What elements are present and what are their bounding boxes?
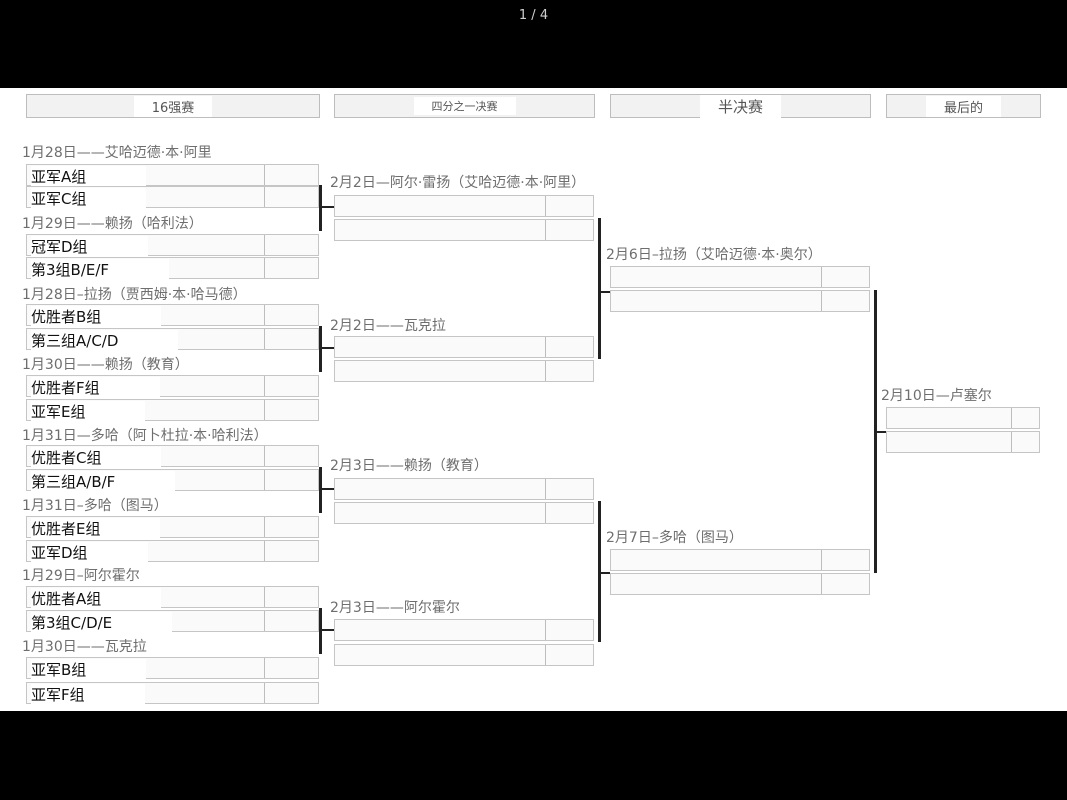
viewer-bottom-bar [0,711,1067,800]
sf-team-row [610,266,870,288]
header-quarterfinal-label: 四分之一决赛 [413,97,516,115]
qf-match-label: 2月2日—阿尔·雷扬（艾哈迈德·本·阿里） [330,175,586,191]
page-indicator: 1 / 4 [518,8,549,23]
team-name: 第3组B/E/F [31,259,170,280]
team-name: 第三组A/C/D [31,330,179,351]
header-round-of-16: 16强赛 [26,94,320,118]
qf-team-row [334,478,594,500]
team-name: 冠军D组 [31,236,148,257]
header-semifinal: 半决赛 [610,94,871,118]
r16-match-label: 1月29日–阿尔霍尔 [22,568,140,584]
header-final-label: 最后的 [925,95,1001,117]
r16-match-label: 1月30日——赖扬（教育） [22,357,189,373]
sf-match-label: 2月6日–拉扬（艾哈迈德·本·奥尔） [606,247,822,263]
r16-match-label: 1月28日——艾哈迈德·本·阿里 [22,145,212,161]
bracket-connector [601,572,610,574]
qf-team-row [334,336,594,358]
r16-team-row: 亚军D组 [26,540,319,563]
r16-team-row: 第三组A/C/D [26,328,319,351]
qf-team-row [334,644,594,666]
bracket-connector [601,291,610,293]
final-team-row [886,407,1040,429]
bracket-connector [322,629,334,631]
team-name: 优胜者F组 [31,377,160,398]
bracket-connector [322,347,334,349]
bracket-connector [322,206,334,208]
r16-match-label: 1月30日——瓦克拉 [22,639,147,655]
bracket-connector [322,488,334,490]
qf-match-label: 2月3日——赖扬（教育） [330,458,488,474]
r16-match-label: 1月31日—多哈（阿卜杜拉·本·哈利法） [22,428,268,444]
r16-team-row: 亚军E组 [26,399,319,422]
team-name: 优胜者C组 [31,447,162,468]
sf-team-row [610,549,870,571]
team-name: 亚军C组 [31,188,147,209]
bracket-connector [877,431,886,433]
qf-match-label: 2月2日——瓦克拉 [330,318,446,334]
r16-team-row: 优胜者B组 [26,304,319,327]
team-name: 亚军B组 [31,659,147,680]
r16-team-row: 亚军C组 [26,186,319,209]
header-final: 最后的 [886,94,1041,118]
r16-team-row: 第三组A/B/F [26,469,319,492]
team-name: 优胜者E组 [31,518,161,539]
bracket-connector [319,326,322,372]
team-name: 优胜者B组 [31,306,162,327]
qf-team-row [334,360,594,382]
qf-team-row [334,219,594,241]
r16-team-row: 冠军D组 [26,234,319,257]
r16-team-row: 优胜者C组 [26,445,319,468]
bracket-connector [874,290,877,573]
bracket-connector [319,467,322,513]
qf-team-row [334,619,594,641]
r16-team-row: 优胜者F组 [26,375,319,398]
header-round-of-16-label: 16强赛 [133,95,213,117]
team-name: 第三组A/B/F [31,471,176,492]
qf-team-row [334,502,594,524]
header-semifinal-label: 半决赛 [699,94,781,118]
r16-team-row: 第3组C/D/E [26,610,319,633]
r16-team-row: 亚军A组 [26,164,319,187]
team-name: 亚军A组 [31,166,147,187]
sf-match-label: 2月7日–多哈（图马） [606,530,743,546]
bracket-connector [319,608,322,654]
final-match-label: 2月10日—卢塞尔 [881,388,992,404]
team-name: 第3组C/D/E [31,612,173,633]
sf-team-row [610,573,870,595]
bracket-connector [598,501,601,642]
r16-team-row: 优胜者A组 [26,586,319,609]
team-name: 亚军D组 [31,542,148,563]
bracket-connector [319,185,322,231]
r16-match-label: 1月31日–多哈（图马） [22,498,168,514]
team-name: 亚军F组 [31,684,145,705]
r16-team-row: 亚军B组 [26,657,319,680]
qf-team-row [334,195,594,217]
sf-team-row [610,290,870,312]
final-team-row [886,431,1040,453]
r16-match-label: 1月28日–拉扬（贾西姆·本·哈马德） [22,287,247,303]
bracket-sheet: 16强赛 四分之一决赛 半决赛 最后的 1月28日——艾哈迈德·本·阿里 亚军A… [0,88,1067,711]
r16-match-label: 1月29日——赖扬（哈利法） [22,216,203,232]
r16-team-row: 第3组B/E/F [26,257,319,280]
bracket-connector [598,218,601,359]
team-name: 优胜者A组 [31,588,162,609]
header-quarterfinal: 四分之一决赛 [334,94,595,118]
team-name: 亚军E组 [31,401,146,422]
r16-team-row: 优胜者E组 [26,516,319,539]
r16-team-row: 亚军F组 [26,682,319,705]
viewer-top-bar: 1 / 4 [0,0,1067,88]
qf-match-label: 2月3日——阿尔霍尔 [330,600,460,616]
